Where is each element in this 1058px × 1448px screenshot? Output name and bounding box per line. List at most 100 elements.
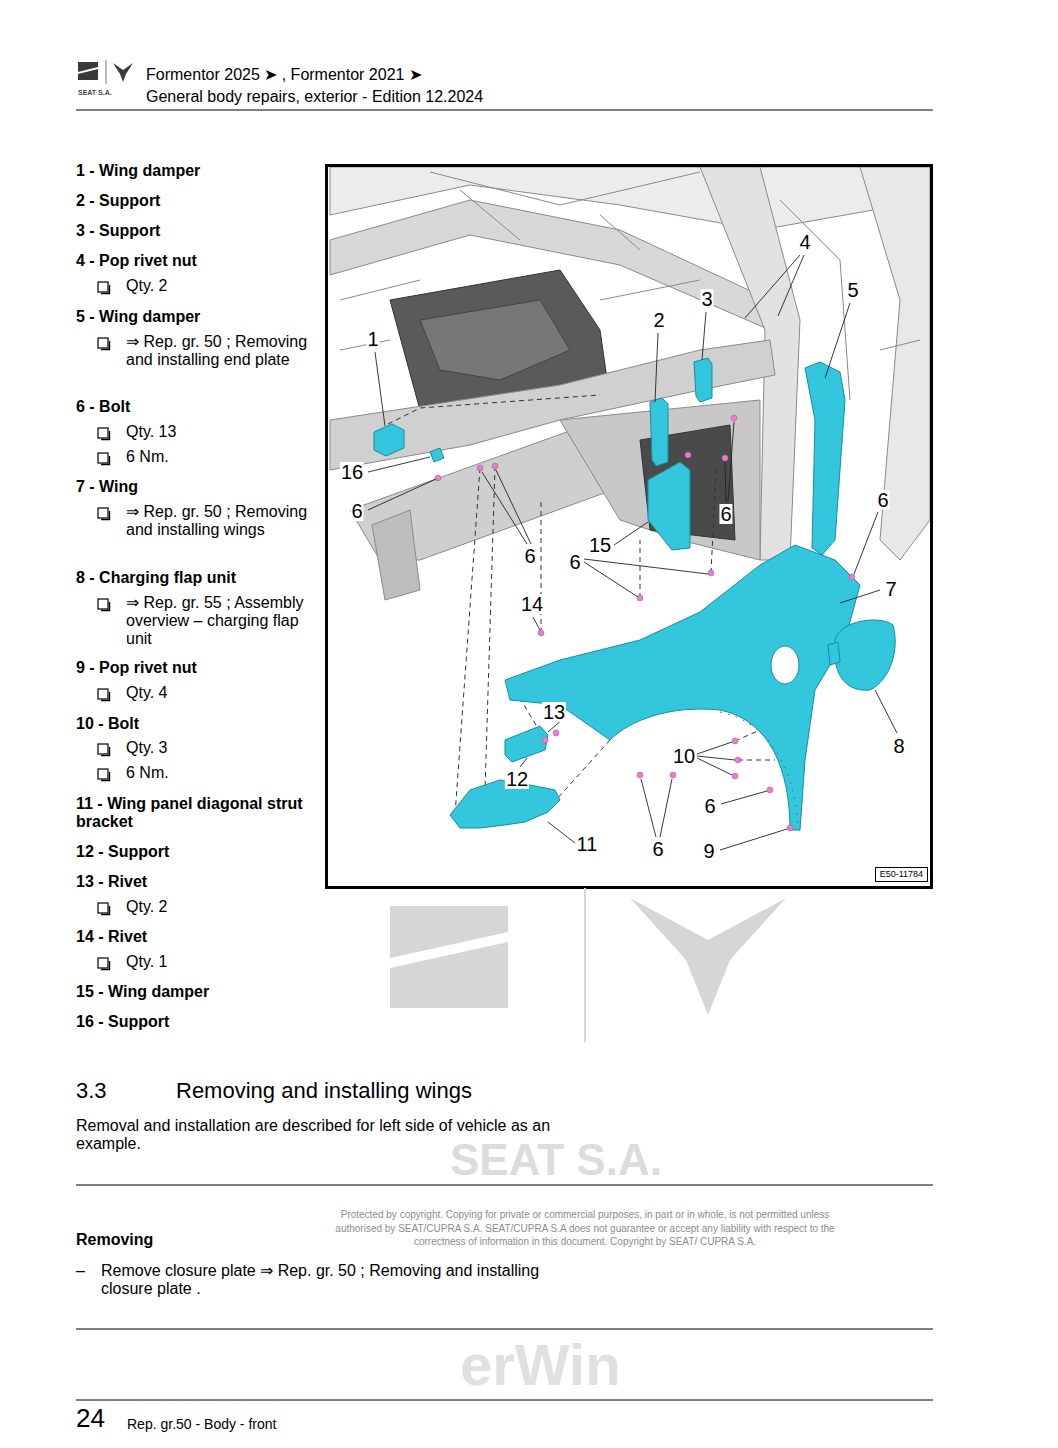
callout-number: 12 xyxy=(505,769,529,789)
checkbox-square xyxy=(98,599,108,609)
part-heading: 10 - Bolt xyxy=(76,715,324,733)
checkbox-symbol xyxy=(98,599,110,611)
footer-text: Rep. gr.50 - Body - front xyxy=(127,1415,527,1433)
body-illustration xyxy=(328,167,930,886)
checkbox-symbol xyxy=(98,338,110,350)
callout-number: 6 xyxy=(568,552,581,572)
callout-number: 6 xyxy=(719,504,732,524)
header-logo xyxy=(78,60,133,84)
section-rule xyxy=(76,1329,933,1330)
watermark: erWin xyxy=(460,1336,621,1394)
part-heading: 4 - Pop rivet nut xyxy=(76,252,324,270)
part-heading: 8 - Charging flap unit xyxy=(76,569,324,587)
checkbox-square xyxy=(98,903,108,913)
part-heading: 14 - Rivet xyxy=(76,928,324,946)
checkbox-square xyxy=(98,338,108,348)
checkbox-shadow xyxy=(101,511,110,520)
callout-number: 10 xyxy=(672,746,696,766)
callout-number: 11 xyxy=(576,834,599,854)
section-number: 3.3 xyxy=(76,1078,107,1104)
callout-number: 1 xyxy=(366,329,379,349)
checkbox-shadow xyxy=(101,692,110,701)
checkbox-symbol xyxy=(98,958,110,970)
callout-number: 3 xyxy=(700,289,713,309)
section-title: Removing and installing wings xyxy=(176,1078,776,1104)
header-rule xyxy=(76,109,933,110)
part-heading: 1 - Wing damper xyxy=(76,162,324,180)
callout-number: 9 xyxy=(702,841,715,861)
part-detail: Qty. 3 xyxy=(126,739,321,757)
callout-number: 6 xyxy=(651,839,664,859)
checkbox-shadow xyxy=(101,456,110,465)
part-detail: Qty. 1 xyxy=(126,953,321,971)
body-text: Removal and installation are described f… xyxy=(76,1117,606,1153)
figure-reference: E50-11784 xyxy=(880,869,923,880)
checkbox-shadow xyxy=(101,285,110,294)
callout-number: 15 xyxy=(588,535,612,555)
checkbox-square xyxy=(98,453,108,463)
header-subtitle: General body repairs, exterior - Edition… xyxy=(146,88,846,106)
page-number: 24 xyxy=(76,1403,105,1433)
part-heading: 2 - Support xyxy=(76,192,324,210)
footer-rule xyxy=(76,1400,933,1401)
checkbox-shadow xyxy=(101,341,110,350)
part-detail: ⇒ Rep. gr. 50 ; Removing and installing … xyxy=(126,333,321,369)
callout-number: 16 xyxy=(340,462,364,482)
callout-number: 14 xyxy=(520,594,544,614)
part-heading: 12 - Support xyxy=(76,843,324,861)
part-heading: 9 - Pop rivet nut xyxy=(76,659,324,677)
callout-number: 6 xyxy=(876,490,889,510)
callout-number: 4 xyxy=(798,232,811,252)
checkbox-symbol xyxy=(98,689,110,701)
checkbox-square xyxy=(98,769,108,779)
callout-number: 2 xyxy=(652,310,665,330)
part-detail: ⇒ Rep. gr. 55 ; Assembly overview – char… xyxy=(126,594,321,648)
part-detail: 6 Nm. xyxy=(126,448,321,466)
section-rule xyxy=(76,1185,933,1186)
checkbox-shadow xyxy=(101,431,110,440)
figure-frame xyxy=(327,166,932,888)
checkbox-shadow xyxy=(101,602,110,611)
checkbox-symbol xyxy=(98,282,110,294)
part-detail: Qty. 2 xyxy=(126,277,321,295)
checkbox-symbol xyxy=(98,744,110,756)
part-heading: 7 - Wing xyxy=(76,478,324,496)
checkbox-square xyxy=(98,689,108,699)
callout-number: 6 xyxy=(703,796,716,816)
part-detail: 6 Nm. xyxy=(126,764,321,782)
part-heading: 16 - Support xyxy=(76,1013,324,1031)
checkbox-shadow xyxy=(101,747,110,756)
checkbox-symbol xyxy=(98,428,110,440)
watermark-logo xyxy=(390,888,786,1042)
callout-number: 6 xyxy=(350,501,363,521)
checkbox-square xyxy=(98,958,108,968)
part-heading: 13 - Rivet xyxy=(76,873,324,891)
logo-caption: SEAT S.A. xyxy=(78,84,112,102)
part-heading: 6 - Bolt xyxy=(76,398,324,416)
copyright-notice: Protected by copyright. Copying for priv… xyxy=(335,1208,835,1249)
checkbox-square xyxy=(98,508,108,518)
checkbox-square xyxy=(98,744,108,754)
callout-number: 5 xyxy=(846,280,859,300)
checkbox-square xyxy=(98,282,108,292)
checkbox-symbol xyxy=(98,769,110,781)
checkbox-symbol xyxy=(98,903,110,915)
list-dash: – xyxy=(76,1262,85,1280)
checkbox-group xyxy=(98,282,110,970)
checkbox-symbol xyxy=(98,453,110,465)
checkbox-shadow xyxy=(101,772,110,781)
checkbox-symbol xyxy=(98,508,110,520)
callout-number: 6 xyxy=(523,546,536,566)
checkbox-square xyxy=(98,428,108,438)
part-detail: Qty. 4 xyxy=(126,684,321,702)
figure-reference-box: E50-11784 xyxy=(875,867,928,882)
part-heading: 5 - Wing damper xyxy=(76,308,324,326)
checkbox-shadow xyxy=(101,961,110,970)
part-detail: Qty. 2 xyxy=(126,898,321,916)
part-heading: 3 - Support xyxy=(76,222,324,240)
part-heading: 11 - Wing panel diagonal strut bracket xyxy=(76,795,324,831)
callout-number: 7 xyxy=(884,579,897,599)
callout-number: 13 xyxy=(542,702,566,722)
watermark: SEAT S.A. xyxy=(450,1138,770,1182)
part-detail: ⇒ Rep. gr. 50 ; Removing and installing … xyxy=(126,503,321,539)
